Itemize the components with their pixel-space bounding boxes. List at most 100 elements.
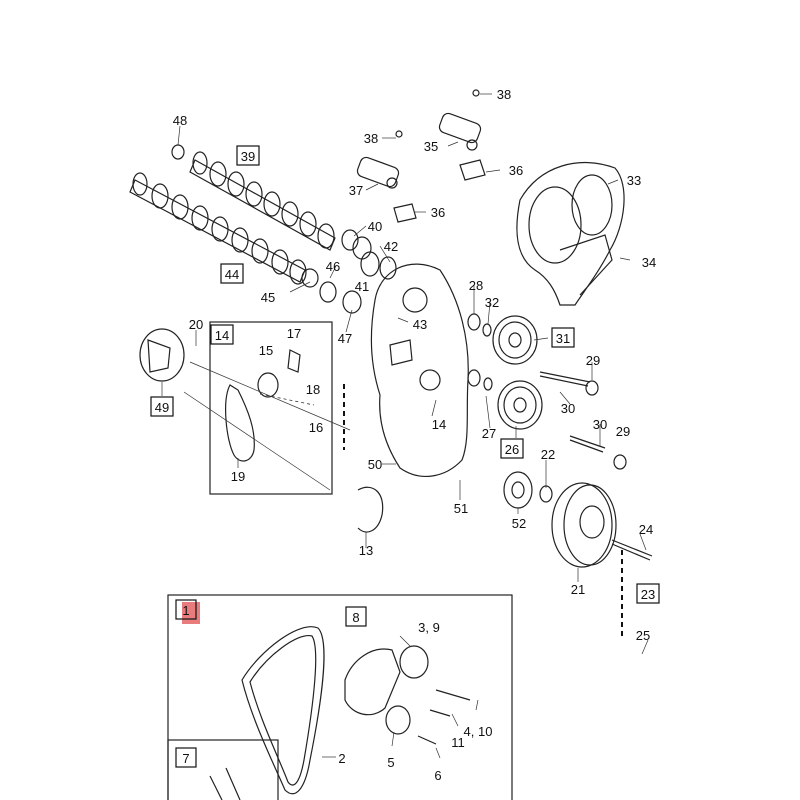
callout-text: 46: [326, 259, 340, 274]
callout-4-10: 4, 10: [464, 724, 493, 739]
callout-25: 25: [636, 628, 650, 643]
callout-2: 2: [338, 751, 345, 766]
callout-41: 41: [355, 279, 369, 294]
crank-sprocket-52: [503, 471, 553, 509]
callout-text: 45: [261, 290, 275, 305]
callout-box: [220, 263, 244, 284]
callout-32: 32: [485, 295, 499, 310]
kit-leaders: [322, 635, 649, 759]
callout-text: 39: [241, 149, 255, 164]
callout-text: 44: [225, 267, 239, 282]
leader-lines: [161, 93, 647, 582]
callout-text: 21: [571, 582, 585, 597]
callout-box: [345, 606, 367, 627]
callout-text: 37: [349, 183, 363, 198]
callout-11: 11: [451, 735, 465, 750]
callout-text: 27: [482, 426, 496, 441]
callout-22: 22: [541, 447, 555, 462]
tensioner-kit-3-9: [209, 645, 471, 800]
callout-text: 28: [469, 278, 483, 293]
callout-text: 24: [639, 522, 653, 537]
callout-labels: 4839383536383736334042444641453428324743…: [150, 87, 660, 783]
callout-text: 41: [355, 279, 369, 294]
callout-7: 7: [175, 747, 197, 768]
callout-33: 33: [627, 173, 641, 188]
callout-text: 40: [368, 219, 382, 234]
callout-text: 31: [556, 331, 570, 346]
callout-48: 48: [173, 113, 187, 128]
callout-44: 44: [220, 263, 244, 284]
callout-18: 18: [306, 382, 320, 397]
callout-36: 36: [509, 163, 523, 178]
inset-box-14: [209, 321, 333, 495]
callout-box: [636, 583, 660, 604]
callout-text: 8: [352, 610, 359, 625]
callout-text: 2: [338, 751, 345, 766]
callout-23: 23: [636, 583, 660, 604]
water-pump-49: [139, 328, 185, 382]
callout-text: 33: [627, 173, 641, 188]
callout-13: 13: [359, 543, 373, 558]
callout-text: 25: [636, 628, 650, 643]
callout-29: 29: [616, 424, 630, 439]
tensioner-15-17: [257, 349, 301, 398]
callout-text: 32: [485, 295, 499, 310]
camshaft-upper: [189, 151, 336, 251]
callout-text: 17: [287, 326, 301, 341]
callout-box: [236, 145, 260, 166]
dashed-leaders: [259, 384, 623, 640]
solenoid-37: [356, 156, 417, 223]
callout-text: 36: [509, 163, 523, 178]
callout-text: 50: [368, 457, 382, 472]
callout-text: 42: [384, 239, 398, 254]
callout-box: [150, 396, 174, 417]
callout-37: 37: [349, 183, 363, 198]
callout-47: 47: [338, 331, 352, 346]
callout-8: 8: [345, 606, 367, 627]
callout-text: 36: [431, 205, 445, 220]
callout-text: 23: [641, 587, 655, 602]
sprocket-31: [492, 315, 538, 365]
callout-17: 17: [287, 326, 301, 341]
callout-text: 34: [642, 255, 656, 270]
callout-text: 14: [432, 417, 446, 432]
callout-box: [500, 438, 524, 459]
callout-text: 18: [306, 382, 320, 397]
callout-6: 6: [434, 768, 441, 783]
callout-text: 30: [561, 401, 575, 416]
seal-rings: [301, 229, 397, 314]
callout-24: 24: [639, 522, 653, 537]
callout-46: 46: [326, 259, 340, 274]
callout-text: 20: [189, 317, 203, 332]
callout-36: 36: [431, 205, 445, 220]
callout-29: 29: [586, 353, 600, 368]
callout-39: 39: [236, 145, 260, 166]
callout-box: [175, 747, 197, 768]
callout-text: 6: [434, 768, 441, 783]
callout-40: 40: [368, 219, 382, 234]
callout-34: 34: [642, 255, 656, 270]
callout-text: 7: [182, 751, 189, 766]
callout-text: 1: [182, 603, 189, 618]
callout-text: 48: [173, 113, 187, 128]
callout-30: 30: [593, 417, 607, 432]
callout-50: 50: [368, 457, 382, 472]
callout-14: 14: [432, 417, 446, 432]
callout-3-9: 3, 9: [418, 620, 440, 635]
callout-text: 16: [309, 420, 323, 435]
callout-text: 22: [541, 447, 555, 462]
kit-box-1: [167, 594, 513, 800]
callout-42: 42: [384, 239, 398, 254]
solenoid-35: [438, 112, 486, 181]
callout-38: 38: [497, 87, 511, 102]
callout-text: 38: [364, 131, 378, 146]
callout-27: 27: [482, 426, 496, 441]
callout-text: 4, 10: [464, 724, 493, 739]
callout-text: 15: [259, 343, 273, 358]
callout-45: 45: [261, 290, 275, 305]
callout-38: 38: [364, 131, 378, 146]
timing-cover: [516, 161, 625, 306]
callout-35: 35: [424, 139, 438, 154]
callout-text: 26: [505, 442, 519, 457]
